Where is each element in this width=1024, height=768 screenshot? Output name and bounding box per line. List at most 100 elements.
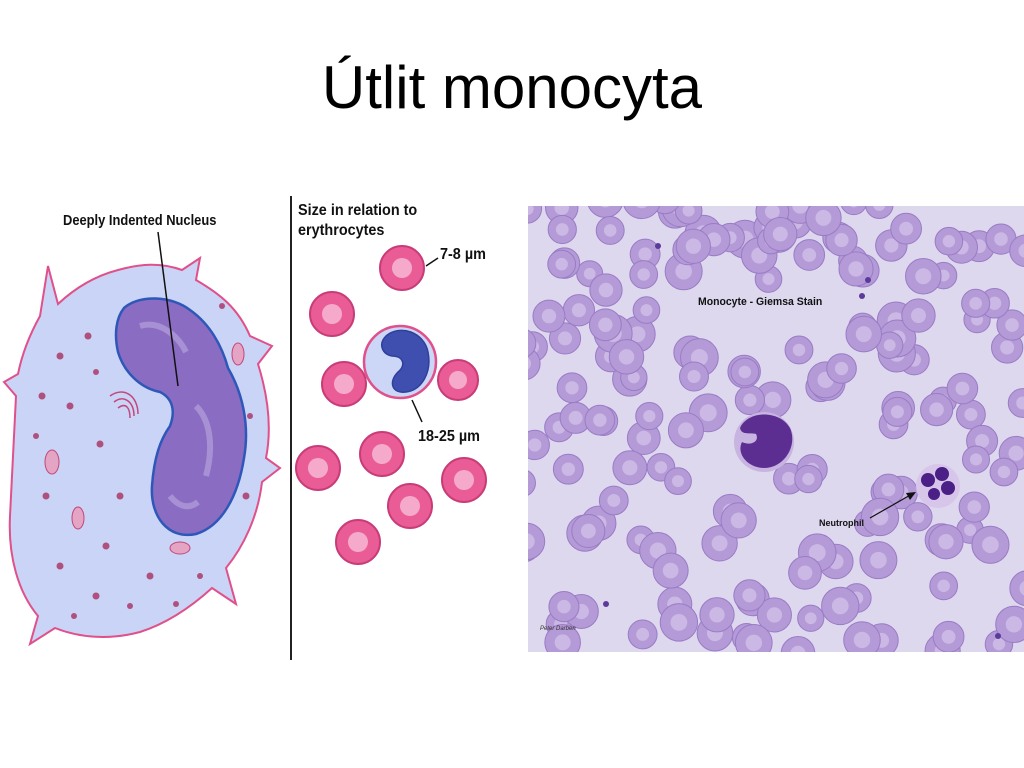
red-blood-cell (548, 322, 582, 355)
monocyte-illustration (2, 231, 282, 647)
red-blood-cell (958, 491, 990, 523)
red-blood-cell (571, 513, 606, 549)
red-blood-cell (608, 339, 645, 375)
red-blood-cell (901, 298, 936, 333)
mitochondrion (231, 342, 245, 366)
mitochondrion (169, 541, 191, 555)
red-blood-cell (763, 216, 798, 252)
red-blood-cell (667, 412, 704, 449)
red-blood-cell (797, 604, 825, 632)
red-blood-cell (629, 260, 659, 289)
nucleus-pointer (157, 231, 179, 387)
red-blood-cell (733, 579, 766, 612)
red-blood-cell (920, 393, 954, 427)
red-blood-cell (627, 619, 658, 650)
red-blood-cell (872, 473, 905, 506)
nucleus-label: Deeply Indented Nucleus (63, 212, 217, 229)
golgi-apparatus (109, 391, 139, 419)
red-blood-cell (552, 453, 584, 485)
red-blood-cell (780, 636, 816, 652)
monocyte-diagram: Deeply Indented Nucleus (0, 196, 290, 658)
size-heading-line1: Size in relation to (298, 202, 418, 219)
monocyte-cell (734, 412, 794, 472)
red-blood-cell (547, 214, 577, 245)
red-blood-cell (934, 226, 964, 256)
red-blood-cell (961, 288, 991, 318)
platelet (859, 293, 865, 299)
red-blood-cell (659, 603, 699, 642)
red-blood-cell (788, 555, 822, 590)
red-blood-cell (876, 331, 904, 359)
nucleus-texture (139, 321, 214, 510)
monocyte-size-label: 18-25 µm (418, 428, 480, 445)
red-blood-cell (865, 206, 894, 219)
red-blood-cell (730, 357, 760, 387)
platelet (995, 633, 1001, 639)
red-blood-cell (932, 620, 965, 652)
cytoplasm-granules (33, 303, 253, 619)
red-blood-cell (955, 399, 986, 430)
red-blood-cell (929, 571, 959, 601)
red-blood-cell (528, 470, 536, 496)
red-blood-cell (928, 524, 964, 560)
red-blood-cell (589, 273, 623, 307)
red-blood-cell (588, 308, 622, 342)
red-blood-cell (556, 372, 588, 404)
mitochondrion (44, 449, 60, 475)
red-blood-cell (699, 597, 735, 633)
size-comparison-diagram: Size in relation to erythrocytes 7-8 µm … (288, 196, 500, 662)
red-blood-cell (548, 591, 580, 623)
mitochondrion (71, 506, 85, 530)
red-blood-cell (1007, 388, 1024, 418)
red-blood-cell (528, 329, 537, 357)
platelet (865, 277, 871, 283)
red-blood-cell (794, 464, 823, 494)
red-blood-cell (971, 525, 1010, 564)
red-blood-cell (734, 624, 773, 652)
red-blood-cell (1009, 234, 1024, 267)
red-blood-cell (632, 296, 661, 324)
neutrophil-pointer (869, 492, 916, 519)
size-illustration (290, 196, 487, 660)
red-blood-cell (905, 257, 942, 295)
micrograph-title: Monocyte - Giemsa Stain (698, 296, 823, 308)
red-blood-cell (989, 457, 1019, 487)
red-blood-cell (903, 502, 933, 532)
red-blood-cell (890, 212, 923, 245)
red-blood-cell (595, 215, 625, 245)
neutrophil-label: Neutrophil (819, 518, 864, 528)
red-blood-cell (961, 445, 991, 474)
red-blood-cell (734, 384, 765, 416)
red-blood-cell (675, 228, 711, 264)
erythrocyte-centers (308, 258, 474, 552)
neutrophil-cell (916, 464, 960, 508)
size-heading-line2: erythrocytes (298, 222, 385, 239)
cell-nucleus (114, 297, 248, 537)
erythrocyte-size-label: 7-8 µm (440, 246, 486, 263)
red-blood-cell (532, 299, 566, 333)
red-blood-cell (882, 396, 913, 427)
erythrocytes (295, 245, 487, 565)
red-blood-cell (584, 404, 616, 436)
red-blood-cell (838, 251, 874, 287)
red-blood-cell (840, 206, 867, 216)
red-blood-cell (946, 372, 979, 405)
red-blood-cell (843, 621, 881, 652)
red-blood-cell (612, 450, 648, 486)
red-blood-cell (623, 206, 661, 220)
red-blood-cell (528, 429, 550, 461)
giemsa-stain-micrograph: Monocyte - Giemsa Stain Neutrophil Peter… (528, 206, 1024, 652)
red-blood-cell (793, 239, 826, 271)
red-blood-cell (664, 467, 692, 496)
red-blood-cell (528, 522, 546, 561)
red-blood-cell (587, 206, 623, 218)
red-blood-cell (528, 206, 543, 224)
red-blood-cell (720, 502, 757, 539)
red-blood-cell (598, 485, 629, 516)
large-size-pointer (411, 399, 423, 423)
slide-title: Útlit monocyta (321, 54, 703, 121)
blood-smear-image (528, 206, 1024, 652)
red-blood-cell (995, 605, 1024, 644)
red-blood-cell (826, 353, 857, 384)
platelet (603, 601, 609, 607)
